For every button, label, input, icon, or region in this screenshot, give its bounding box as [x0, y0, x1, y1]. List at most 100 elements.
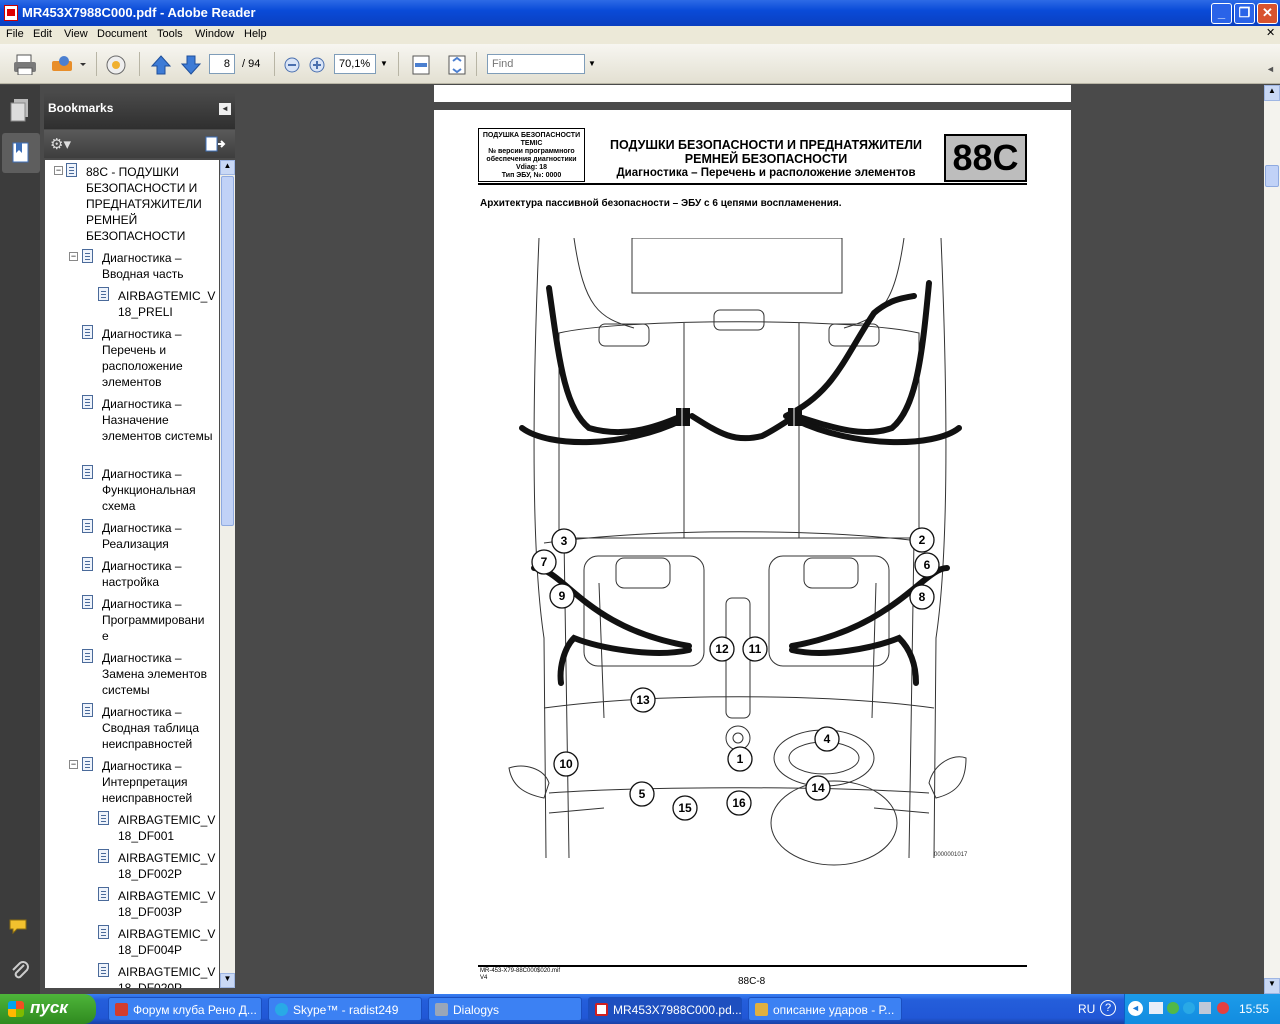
callout-circle	[909, 584, 935, 610]
expand-bookmark-icon[interactable]	[204, 135, 226, 153]
pages-icon[interactable]	[8, 97, 32, 123]
comments-icon[interactable]	[8, 917, 32, 937]
bookmark-item[interactable]: AIRBAGTEMIC_V 18_PRELI	[118, 289, 216, 319]
bookmark-tree[interactable]: − 88C - ПОДУШКИ БЕЗОПАСНОСТИ И ПРЕДНАТЯЖ…	[45, 160, 219, 988]
taskbar-item[interactable]: Skype™ - radist249	[268, 997, 422, 1021]
bookmark-item[interactable]: Диагностика – Реализация	[102, 521, 182, 551]
menu-document[interactable]: Document	[97, 28, 148, 40]
share-icon[interactable]	[50, 53, 86, 75]
bookmark-item[interactable]: Диагностика – Интерпретация неисправност…	[102, 759, 193, 805]
zoom-out-icon[interactable]	[283, 53, 303, 75]
collapse-toggle-icon[interactable]: −	[69, 759, 78, 769]
attachments-icon[interactable]	[8, 959, 32, 983]
next-page-icon[interactable]	[180, 53, 202, 75]
taskbar-item[interactable]: MR453X7988C000.pd...	[588, 997, 742, 1021]
close-document-icon[interactable]: ✕	[1266, 27, 1276, 39]
minimize-button[interactable]: _	[1211, 3, 1232, 24]
bookmark-item[interactable]: AIRBAGTEMIC_V 18_DF020P	[118, 965, 216, 988]
start-label: пуск	[30, 998, 68, 1017]
page-header-title: ПОДУШКИ БЕЗОПАСНОСТИ И ПРЕДНАТЯЖИТЕЛИ РЕ…	[586, 138, 946, 180]
volume-icon[interactable]	[1199, 1002, 1211, 1014]
bookmark-item[interactable]: Диагностика – настройка	[102, 559, 182, 589]
menu-view[interactable]: View	[64, 28, 88, 40]
header-line: Диагностика – Перечень и расположение эл…	[616, 167, 916, 179]
callout-label: 10	[559, 757, 573, 771]
bookmarks-tab[interactable]	[2, 133, 40, 173]
help-icon[interactable]: ?	[1100, 1000, 1116, 1016]
security-icon[interactable]	[1167, 1002, 1179, 1014]
document-scrollbar[interactable]: ▲ ▼	[1264, 85, 1280, 994]
zoom-dropdown-icon[interactable]: ▼	[380, 59, 388, 68]
info-line: Тип ЭБУ, №: 0000	[501, 172, 562, 179]
callout-label: 2	[919, 533, 926, 547]
close-button[interactable]: ✕	[1257, 3, 1278, 24]
page-number-input[interactable]: 8	[209, 54, 235, 74]
bookmark-icon	[82, 649, 93, 663]
scroll-thumb[interactable]	[1265, 165, 1279, 187]
callout-label: 5	[639, 787, 646, 801]
start-button[interactable]: пуск	[0, 994, 96, 1024]
bookmark-icon	[82, 519, 93, 533]
adobe-reader-icon	[4, 5, 18, 21]
find-input[interactable]	[487, 54, 585, 74]
bookmark-item[interactable]: Диагностика – Программировани е	[102, 597, 205, 643]
bookmark-item[interactable]: AIRBAGTEMIC_V 18_DF003P	[118, 889, 216, 919]
bookmark-item[interactable]: AIRBAGTEMIC_V 18_DF001	[118, 813, 216, 843]
restore-button[interactable]: ❐	[1234, 3, 1255, 24]
language-indicator[interactable]: RU	[1078, 1002, 1096, 1016]
bookmark-icon	[98, 925, 109, 939]
collapse-toggle-icon[interactable]: −	[69, 251, 78, 261]
callout-label: 8	[919, 590, 926, 604]
menu-help[interactable]: Help	[244, 28, 267, 40]
taskbar-item[interactable]: Форум клуба Рено Д...	[108, 997, 262, 1021]
taskbar-item[interactable]: описание ударов - Р...	[748, 997, 902, 1021]
scroll-up-icon[interactable]: ▲	[1264, 85, 1280, 101]
skype-tray-icon[interactable]	[1183, 1002, 1195, 1014]
scroll-down-icon[interactable]: ▼	[1264, 978, 1280, 994]
menu-window[interactable]: Window	[195, 28, 235, 40]
bookmark-item[interactable]: Диагностика – Назначение элементов систе…	[102, 397, 213, 443]
callout-label: 12	[715, 642, 729, 656]
callout-label: 7	[541, 555, 548, 569]
bookmarks-scrollbar[interactable]: ▲ ▼	[220, 160, 235, 988]
bookmark-item[interactable]: Диагностика – Перечень и расположение эл…	[102, 327, 183, 389]
menu-tools[interactable]: Tools	[157, 28, 183, 40]
collaborate-icon[interactable]	[104, 53, 130, 75]
bookmark-item[interactable]: AIRBAGTEMIC_V 18_DF004P	[118, 927, 216, 957]
antivirus-icon[interactable]	[1217, 1002, 1229, 1014]
fit-page-icon[interactable]	[446, 53, 468, 75]
tray-expand-icon[interactable]: ◄	[1128, 1001, 1143, 1016]
scroll-up-icon[interactable]: ▲	[220, 160, 235, 175]
bookmark-item[interactable]: Диагностика – Функциональная схема	[102, 467, 196, 513]
navigation-strip	[0, 85, 40, 994]
zoom-input[interactable]: 70,1%	[334, 54, 376, 74]
callout-circle	[909, 527, 935, 553]
page-total-label: / 94	[242, 58, 261, 70]
print-icon[interactable]	[12, 53, 38, 75]
bookmark-icon	[98, 849, 109, 863]
toolbar-overflow-icon[interactable]: ◄	[1266, 64, 1275, 74]
find-dropdown-icon[interactable]: ▼	[588, 59, 596, 68]
options-gear-icon[interactable]: ⚙▾	[50, 136, 71, 153]
bookmark-item[interactable]: 88C - ПОДУШКИ БЕЗОПАСНОСТИ И ПРЕДНАТЯЖИТ…	[86, 165, 202, 243]
scroll-down-icon[interactable]: ▼	[220, 973, 235, 988]
previous-page-icon[interactable]	[150, 53, 172, 75]
collapse-toggle-icon[interactable]: −	[54, 165, 63, 175]
document-view[interactable]: ПОДУШКА БЕЗОПАСНОСТИ TEMIC № версии прог…	[238, 85, 1264, 994]
bookmark-item[interactable]: Диагностика – Замена элементов системы	[102, 651, 207, 697]
network-icon[interactable]	[1149, 1002, 1163, 1014]
menu-bar: File Edit View Document Tools Window Hel…	[0, 26, 1280, 44]
callout-circle	[629, 781, 655, 807]
collapse-panel-icon[interactable]: ◄	[219, 103, 231, 115]
scroll-thumb[interactable]	[221, 176, 234, 526]
bookmarks-panel: Bookmarks ◄ ⚙▾ − 88C - ПОДУШКИ БЕЗОПАСНО…	[40, 85, 238, 994]
menu-file[interactable]: File	[6, 28, 24, 40]
zoom-in-icon[interactable]	[308, 53, 328, 75]
bookmark-item[interactable]: Диагностика – Сводная таблица неисправно…	[102, 705, 200, 751]
bookmark-item[interactable]: AIRBAGTEMIC_V 18_DF002P	[118, 851, 216, 881]
bookmark-item[interactable]: Диагностика – Вводная часть	[102, 251, 184, 281]
fit-width-icon[interactable]	[410, 53, 432, 75]
menu-edit[interactable]: Edit	[33, 28, 52, 40]
taskbar-item[interactable]: Dialogys	[428, 997, 582, 1021]
bookmark-icon	[98, 963, 109, 977]
